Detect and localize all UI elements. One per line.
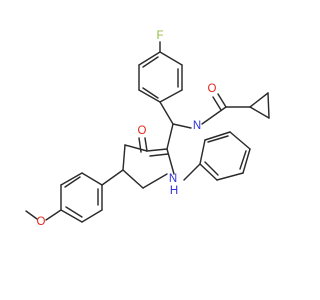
bond bbox=[149, 153, 169, 157]
bonds bbox=[25, 41, 270, 223]
atom-labels: F N O O N H O bbox=[37, 30, 217, 228]
bond bbox=[172, 123, 192, 129]
bond bbox=[166, 123, 174, 150]
bond bbox=[212, 96, 222, 111]
bond bbox=[81, 209, 103, 223]
fluorine-atom-label: F bbox=[156, 30, 163, 42]
bond bbox=[159, 101, 174, 125]
bond bbox=[207, 135, 229, 143]
bond bbox=[122, 144, 126, 171]
bond bbox=[204, 161, 219, 176]
amide-nitrogen-label: N bbox=[193, 120, 201, 132]
bond bbox=[239, 150, 247, 170]
bond bbox=[124, 144, 148, 152]
bond bbox=[146, 148, 168, 152]
bond bbox=[159, 51, 183, 66]
bond bbox=[201, 106, 227, 125]
ether-oxygen-label: O bbox=[37, 216, 46, 228]
bond bbox=[142, 173, 168, 189]
bond bbox=[267, 92, 270, 119]
bond bbox=[183, 163, 201, 181]
bond bbox=[60, 209, 83, 223]
bond bbox=[138, 89, 161, 103]
bond bbox=[25, 210, 38, 220]
bond bbox=[199, 163, 218, 181]
bond bbox=[166, 148, 175, 175]
bond bbox=[138, 51, 161, 66]
bond bbox=[65, 206, 83, 218]
amide-oxygen-label: O bbox=[208, 83, 217, 95]
bond bbox=[199, 139, 206, 165]
bond bbox=[64, 176, 81, 188]
amine-hydrogen-label: H bbox=[170, 185, 178, 197]
bond bbox=[216, 172, 244, 181]
bond bbox=[122, 169, 144, 189]
bond bbox=[142, 87, 159, 99]
ketone-oxygen-label: O bbox=[138, 125, 147, 137]
bond bbox=[204, 131, 231, 141]
bond bbox=[229, 131, 251, 150]
molecule-structure-drawing: F N O O N H O bbox=[25, 30, 270, 228]
bond bbox=[159, 89, 183, 103]
bond bbox=[249, 106, 270, 119]
bond bbox=[249, 92, 269, 108]
amine-nitrogen-label: N bbox=[169, 173, 177, 185]
bond bbox=[242, 148, 251, 174]
bond bbox=[81, 172, 103, 186]
bond bbox=[142, 56, 159, 68]
bond bbox=[101, 169, 124, 186]
bond bbox=[144, 137, 148, 152]
bond bbox=[217, 93, 227, 108]
bond bbox=[45, 209, 62, 221]
bond bbox=[60, 172, 83, 186]
